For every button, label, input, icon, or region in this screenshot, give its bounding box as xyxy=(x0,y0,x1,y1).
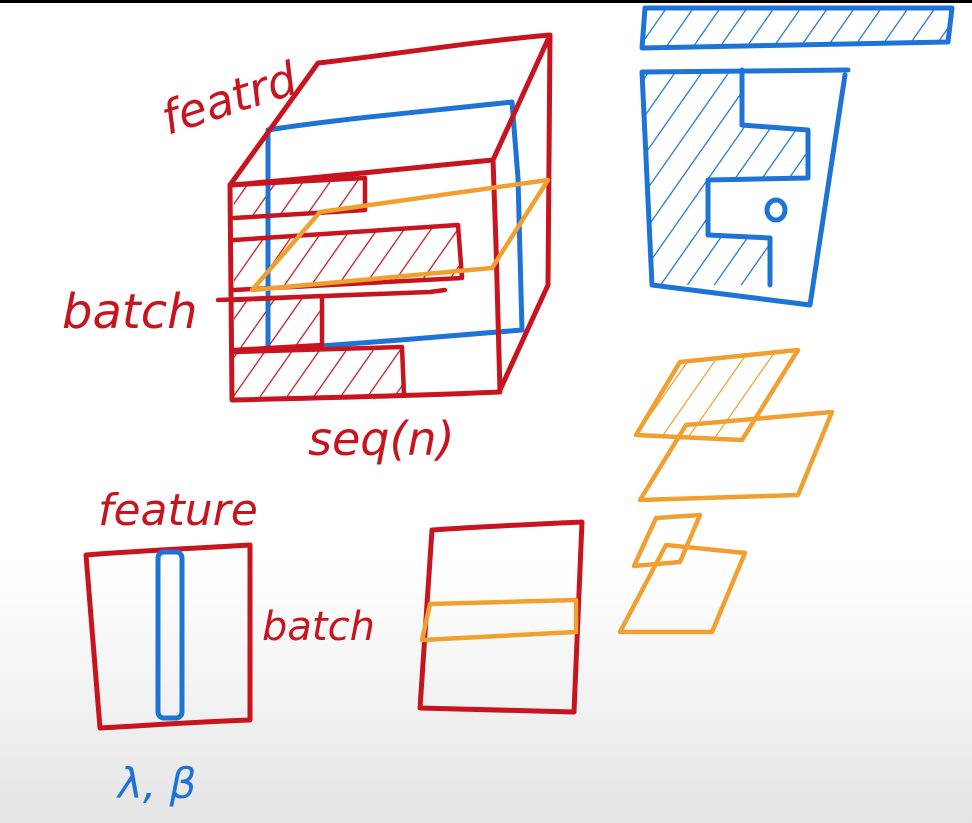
cube-strips xyxy=(215,175,465,398)
cube-orange-slice xyxy=(249,177,551,293)
cube-top-edges xyxy=(227,32,553,393)
blue-layer-diagram xyxy=(639,5,955,308)
blue-circle xyxy=(764,197,788,223)
blue-bar xyxy=(639,5,955,51)
matrix-orange-row xyxy=(419,597,579,643)
cube-back-face xyxy=(265,99,525,353)
label-lambda-beta: λ, β xyxy=(116,759,196,808)
label-batch-3d: batch xyxy=(62,284,198,340)
label-seq-n: seq(n) xyxy=(308,412,455,466)
orange-slice-2 xyxy=(637,409,835,503)
top-border xyxy=(0,0,972,3)
label-feature-2d: feature xyxy=(98,485,258,536)
tensor-cube xyxy=(215,32,553,403)
matrix-right-outline xyxy=(417,519,585,715)
label-batch-2d: batch xyxy=(262,604,375,650)
blue-block-outline xyxy=(639,67,851,308)
matrix-left-outline xyxy=(83,542,253,731)
layer-norm-matrix xyxy=(417,519,585,715)
label-feature-d: featrd xyxy=(155,51,304,146)
orange-slice-3 xyxy=(631,512,703,569)
orange-slice-4 xyxy=(617,542,748,635)
cube-front-face xyxy=(227,157,503,403)
orange-slices xyxy=(617,347,835,635)
cube-hatched-regions xyxy=(234,178,462,397)
matrix-blue-column xyxy=(155,549,185,721)
orange-slice-1 xyxy=(633,347,801,443)
feature-batch-matrix xyxy=(83,542,253,731)
